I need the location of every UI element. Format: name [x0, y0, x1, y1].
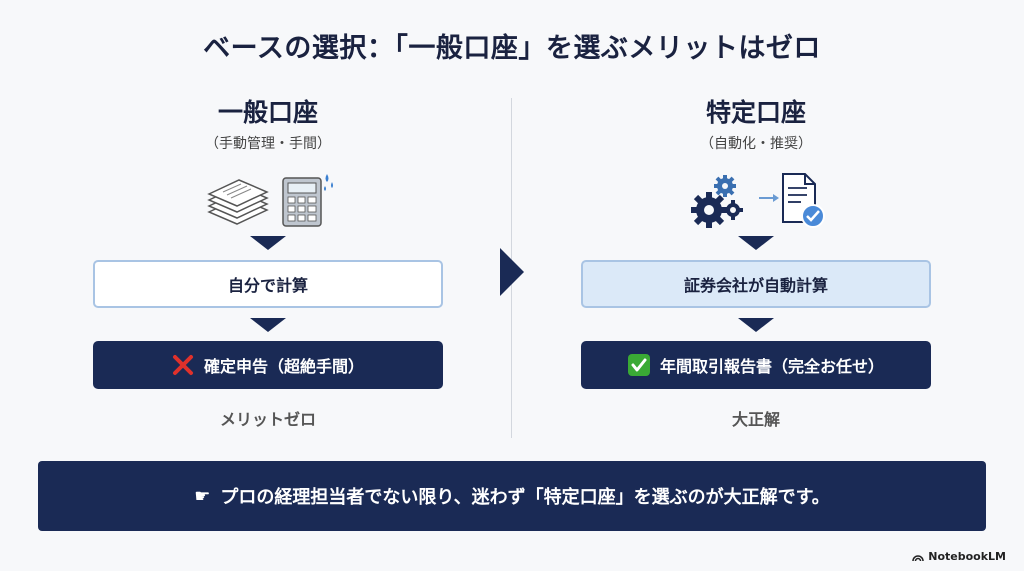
- down-arrow-2: [250, 318, 286, 332]
- tax-return-label: 確定申告（超絶手間）: [203, 357, 364, 376]
- auto-calculation-label: 証券会社が自動計算: [683, 276, 828, 295]
- specific-account-heading: 特定口座: [705, 98, 806, 127]
- document-check-icon: [759, 173, 825, 228]
- pointing-hand-icon: ☛: [194, 485, 211, 507]
- down-arrow-3: [738, 236, 774, 250]
- annual-report-box: 年間取引報告書（完全お任せ）: [581, 341, 931, 389]
- page-title: ベースの選択：「一般口座」を選ぶメリットはゼロ: [203, 33, 821, 64]
- self-calculation-label: 自分で計算: [227, 276, 308, 295]
- annual-report-label: 年間取引報告書（完全お任せ）: [659, 357, 884, 376]
- specific-account-subheading: （自動化・推奨）: [700, 136, 812, 152]
- general-account-subheading: （手動管理・手間）: [205, 136, 331, 152]
- check-mark-icon: [627, 354, 650, 376]
- paper-stack-icon: [207, 179, 269, 225]
- notebooklm-logo-icon: [912, 554, 924, 561]
- specific-account-verdict: 大正解: [731, 410, 780, 429]
- specific-account-icons: [581, 170, 931, 230]
- down-arrow-4: [738, 318, 774, 332]
- tax-return-box: 確定申告（超絶手間）: [93, 341, 443, 389]
- general-account-verdict: メリットゼロ: [219, 410, 316, 429]
- chevron-right-icon: [500, 248, 524, 296]
- general-account-heading: 一般口座: [217, 98, 318, 127]
- cross-mark-icon: [172, 355, 193, 375]
- auto-calculation-box: 証券会社が自動計算: [581, 260, 931, 308]
- specific-account-column: 特定口座 （自動化・推奨）: [581, 96, 931, 429]
- general-account-column: 一般口座 （手動管理・手間）: [93, 96, 443, 429]
- gears-icon: [691, 175, 743, 228]
- self-calculation-box: 自分で計算: [93, 260, 443, 308]
- down-arrow-1: [250, 236, 286, 250]
- brand-label: NotebookLM: [928, 550, 1006, 563]
- conclusion-banner: ☛ プロの経理担当者でない限り、迷わず「特定口座」を選ぶのが大正解です。: [38, 461, 986, 531]
- brand-watermark: NotebookLM: [912, 550, 1006, 563]
- conclusion-text: プロの経理担当者でない限り、迷わず「特定口座」を選ぶのが大正解です。: [220, 487, 830, 508]
- general-account-icons: [93, 170, 443, 230]
- calculator-icon: [282, 174, 333, 227]
